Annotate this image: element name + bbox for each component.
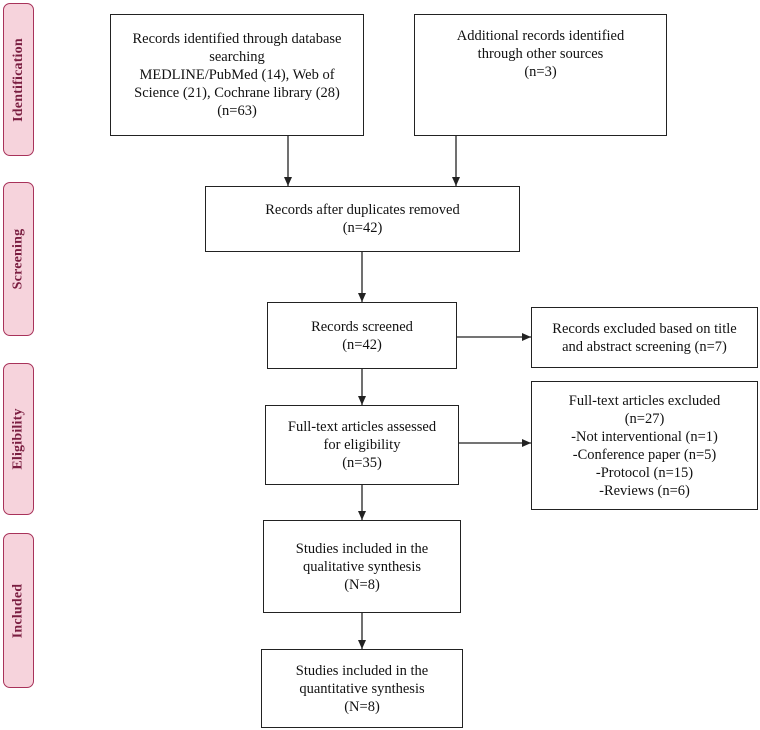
- box-database-records: Records identified through database searc…: [110, 14, 364, 136]
- box-text-line: Studies included in the: [295, 540, 429, 557]
- box-text-line: and abstract screening (n=7): [562, 338, 727, 355]
- stage-eligibility: Eligibility: [3, 363, 34, 515]
- box-text-line: quantitative synthesis: [299, 680, 425, 697]
- box-other-sources: Additional records identified through oth…: [414, 14, 667, 136]
- box-text-line: for eligibility: [323, 437, 401, 453]
- box-text-line: (n=27): [624, 410, 665, 427]
- box-text-line: Records excluded based on title: [552, 320, 737, 337]
- box-text-line: Records identified through database: [132, 31, 342, 47]
- box-text-line: (n=35): [342, 455, 382, 471]
- box-text-line: (N=8): [344, 698, 380, 715]
- box-text-line: (n=63): [217, 103, 257, 119]
- box-text-line: through other sources: [477, 46, 604, 62]
- box-text-line: -Conference paper (n=5): [572, 446, 717, 463]
- box-text-line: -Reviews (n=6): [599, 482, 690, 499]
- box-text-line: (n=3): [524, 64, 557, 80]
- box-records-screened: Records screened(n=42): [267, 302, 457, 369]
- box-duplicates-removed: Records after duplicates removed (n=42): [205, 186, 520, 252]
- box-text-line: Science (21), Cochrane library (28): [134, 85, 340, 101]
- box-text-line: Records after duplicates removed: [265, 202, 460, 218]
- box-fulltext-assessed: Full-text articles assessed for eligibili…: [265, 405, 459, 485]
- box-fulltext-excluded: Full-text articles excluded(n=27)-Not in…: [531, 381, 758, 510]
- box-text-line: -Not interventional (n=1): [571, 428, 718, 445]
- box-text-line: searching: [209, 49, 265, 65]
- stage-identification: Identification: [3, 3, 34, 156]
- stage-screening: Screening: [3, 182, 34, 336]
- box-text-line: (n=42): [342, 336, 382, 353]
- box-text-line: (N=8): [344, 576, 380, 593]
- box-text-line: MEDLINE/PubMed (14), Web of: [139, 67, 335, 83]
- box-text-line: qualitative synthesis: [303, 558, 421, 575]
- box-text-line: -Protocol (n=15): [595, 464, 694, 481]
- box-text-line: Additional records identified: [456, 28, 625, 44]
- box-text-line: Records screened: [311, 318, 413, 335]
- box-text-line: Full-text articles excluded: [568, 392, 721, 409]
- stage-included: Included: [3, 533, 34, 688]
- box-text-line: Studies included in the: [295, 662, 429, 679]
- box-text-line: (n=42): [342, 220, 383, 236]
- box-text-line: Full-text articles assessed: [287, 419, 437, 435]
